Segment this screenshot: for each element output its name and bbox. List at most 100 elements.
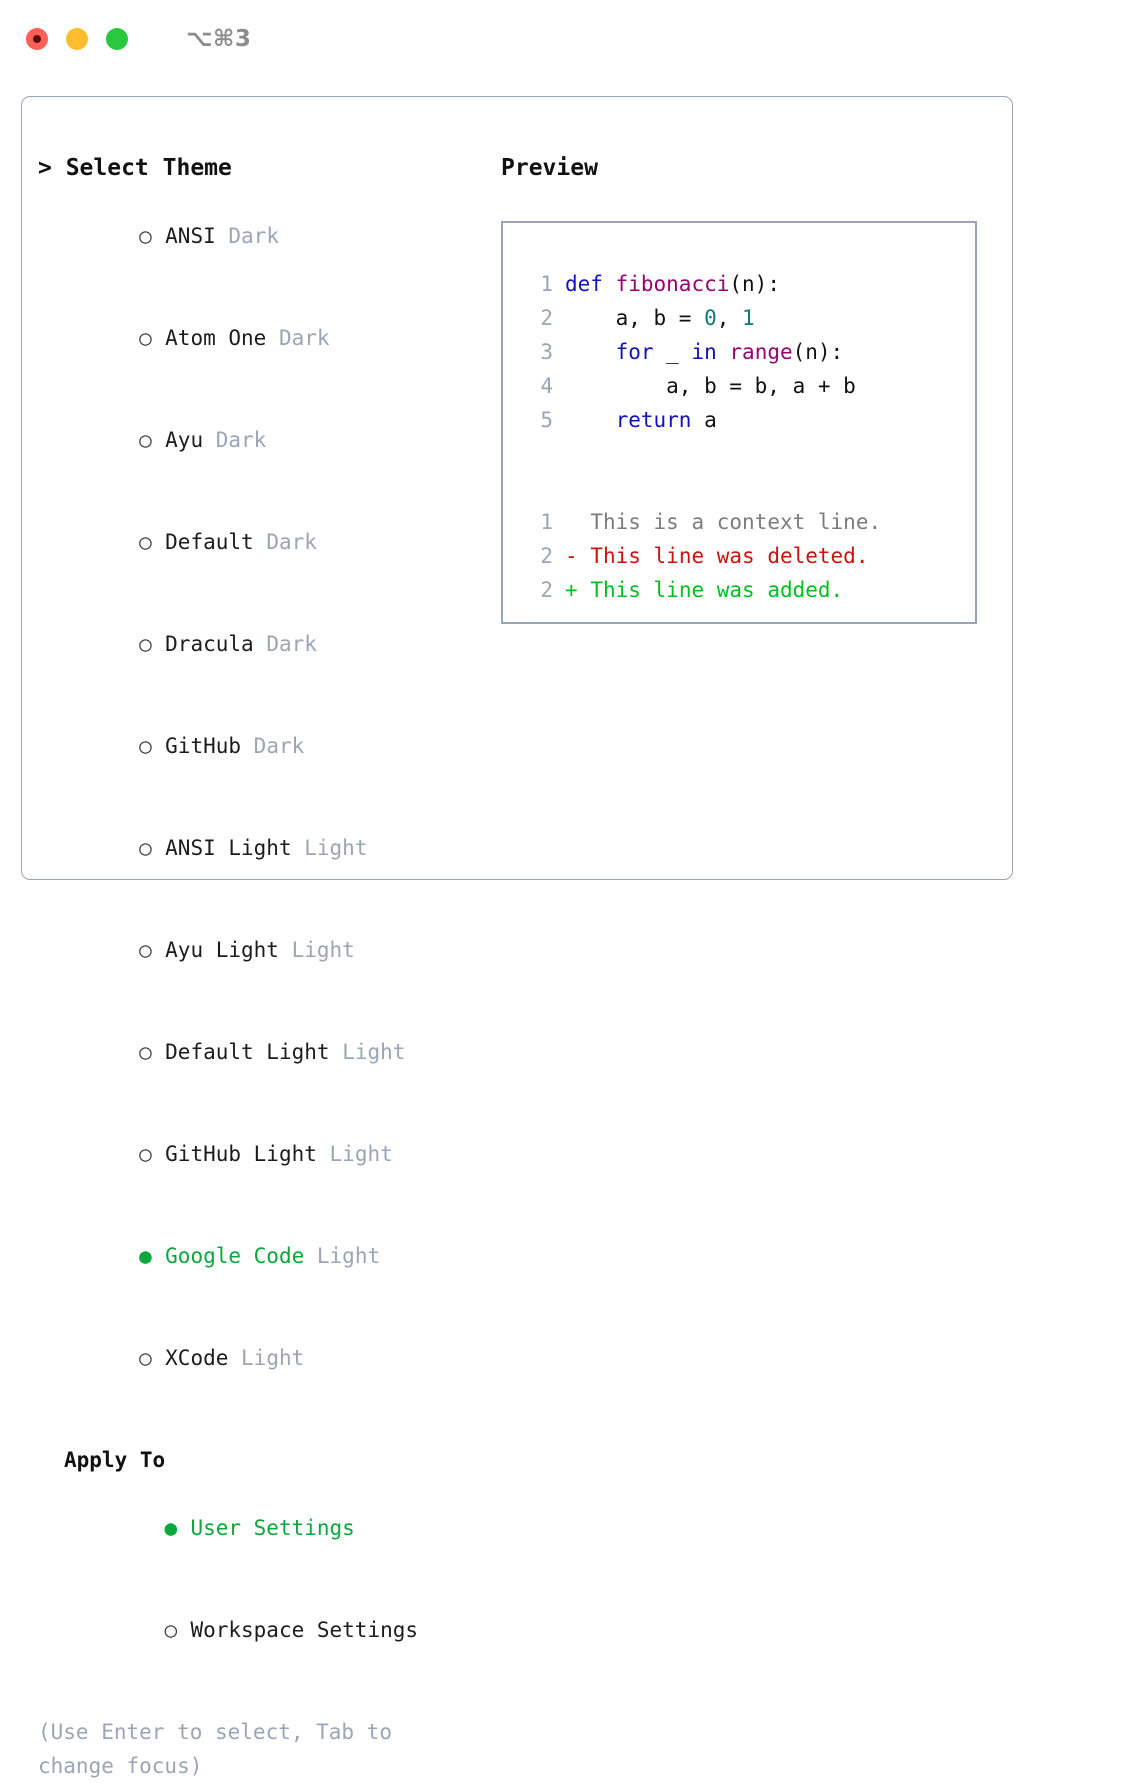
select-theme-header: > Select Theme [38, 155, 232, 181]
minimize-button[interactable] [66, 28, 88, 50]
radio-icon: ○ [139, 1142, 152, 1166]
theme-option-default-light[interactable]: ○ Default Light Light [38, 1001, 468, 1103]
theme-variant-badge: Light [241, 1346, 305, 1370]
code-token-plain [565, 408, 616, 432]
diff-sign: + [565, 578, 578, 602]
theme-option-label: Default Light [165, 1040, 330, 1064]
radio-icon: ○ [139, 326, 152, 350]
theme-option-label: Ayu [165, 428, 204, 452]
code-blank-line [523, 471, 975, 505]
radio-icon: ○ [164, 1618, 178, 1642]
apply-to-label: User Settings [190, 1516, 355, 1540]
theme-option-google-code[interactable]: ●Google Code Light [38, 1205, 468, 1307]
line-number: 2 [540, 306, 553, 330]
preview-header: Preview [501, 155, 598, 181]
theme-option-dracula[interactable]: ○Dracula Dark [38, 593, 468, 695]
code-token-function: range [729, 340, 793, 364]
theme-option-atom-one[interactable]: ○ Atom One Dark [38, 287, 468, 389]
diff-text: This is a context line. [590, 510, 882, 534]
theme-variant-badge: Light [304, 836, 368, 860]
theme-option-label: Atom One [165, 326, 267, 350]
apply-to-label: Workspace Settings [190, 1618, 419, 1642]
code-token-plain: (n): [729, 272, 780, 296]
window-controls [26, 28, 128, 50]
code-token-keyword: def [565, 272, 603, 296]
title-bar: ⌥⌘3 [0, 0, 1140, 78]
main-window: > Select Theme ○ ANSI Dark ○ Atom One Dark… [21, 96, 1013, 1778]
theme-option-label: Ayu Light [165, 938, 279, 962]
code-line: 1 def fibonacci(n): [523, 267, 975, 301]
code-token-plain: _ [653, 340, 692, 364]
theme-variant-badge: Light [316, 1244, 381, 1268]
radio-icon-selected: ● [139, 1244, 152, 1268]
theme-option-github[interactable]: ○ GitHub Dark [38, 695, 468, 797]
theme-option-label: ANSI Light [165, 836, 292, 860]
radio-icon: ○ [139, 938, 152, 962]
theme-picker-panel: > Select Theme ○ ANSI Dark ○ Atom One Dark… [38, 151, 468, 1783]
diff-text: This line was added. [590, 578, 844, 602]
theme-option-xcode[interactable]: ○ XCode Light [38, 1307, 468, 1409]
radio-icon: ○ [139, 530, 152, 554]
theme-variant-badge: Light [291, 938, 355, 962]
code-token-keyword: for [615, 340, 654, 364]
theme-option-label: Default [165, 530, 254, 554]
theme-variant-badge: Dark [253, 734, 305, 758]
code-token-plain: (n): [792, 340, 844, 364]
radio-icon: ○ [139, 632, 152, 656]
keyboard-hint-text: (Use Enter to select, Tab to change focu… [38, 1720, 393, 1778]
diff-sign: - [565, 544, 578, 568]
code-token-function: fibonacci [615, 272, 730, 296]
radio-icon-selected: ● [164, 1516, 178, 1540]
theme-option-label: XCode [165, 1346, 229, 1370]
apply-to-section: Apply To ● User Settings ○ Workspace Setti… [38, 1443, 468, 1681]
zoom-button[interactable] [106, 28, 128, 50]
theme-option-ayu[interactable]: ○Ayu Dark [38, 389, 468, 491]
line-number: 2 [540, 544, 553, 568]
radio-icon: ○ [139, 224, 152, 248]
theme-variant-badge: Dark [278, 326, 330, 350]
code-token-number: 1 [742, 306, 755, 330]
theme-option-default[interactable]: ○ Default Dark [38, 491, 468, 593]
line-number: 2 [540, 578, 553, 602]
line-number: 3 [540, 340, 553, 364]
theme-variant-badge: Dark [266, 632, 317, 656]
diff-text: This line was deleted. [590, 544, 869, 568]
keyboard-shortcut-label: ⌥⌘3 [186, 26, 252, 52]
radio-icon: ○ [139, 1040, 152, 1064]
code-line: 4 a, b = b, a + b [523, 369, 975, 403]
theme-option-ayu-light[interactable]: ○ Ayu Light Light [38, 899, 468, 1001]
code-token-plain: a, b = [565, 306, 705, 330]
code-blank-line [523, 437, 975, 471]
theme-option-label: GitHub [165, 734, 242, 758]
theme-variant-badge: Light [342, 1040, 406, 1064]
theme-variant-badge: Dark [266, 530, 317, 554]
theme-variant-badge: Dark [228, 224, 279, 248]
apply-to-user-settings[interactable]: ● User Settings [38, 1477, 468, 1579]
code-line: 2 a, b = 0, 1 [523, 301, 975, 335]
apply-to-header: Apply To [64, 1448, 166, 1472]
code-token-keyword: return [615, 408, 692, 432]
code-token-plain: a, b = b, a + b [565, 374, 856, 398]
theme-option-ansi-light[interactable]: ○ANSI Light Light [38, 797, 468, 899]
code-token-plain [603, 272, 616, 296]
theme-option-github-light[interactable]: ○GitHub Light Light [38, 1103, 468, 1205]
theme-option-ansi[interactable]: ○ ANSI Dark [38, 185, 468, 287]
radio-icon: ○ [139, 1346, 152, 1370]
code-token-plain [565, 340, 616, 364]
code-line: 3 for _ in range(n): [523, 335, 975, 369]
line-number: 5 [540, 408, 553, 432]
radio-icon: ○ [139, 734, 152, 758]
apply-to-workspace-settings[interactable]: ○ Workspace Settings [38, 1579, 468, 1681]
diff-line-context: 1 This is a context line. [523, 505, 975, 539]
theme-option-label: GitHub Light [165, 1142, 317, 1166]
code-token-plain: a [691, 408, 717, 432]
code-token-plain [717, 340, 730, 364]
radio-icon: ○ [139, 428, 152, 452]
code-token-number: 0 [704, 306, 717, 330]
close-button[interactable] [26, 28, 48, 50]
diff-line-deleted: 2- This line was deleted. [523, 539, 975, 573]
theme-option-label: ANSI [165, 224, 216, 248]
line-number: 1 [540, 272, 553, 296]
